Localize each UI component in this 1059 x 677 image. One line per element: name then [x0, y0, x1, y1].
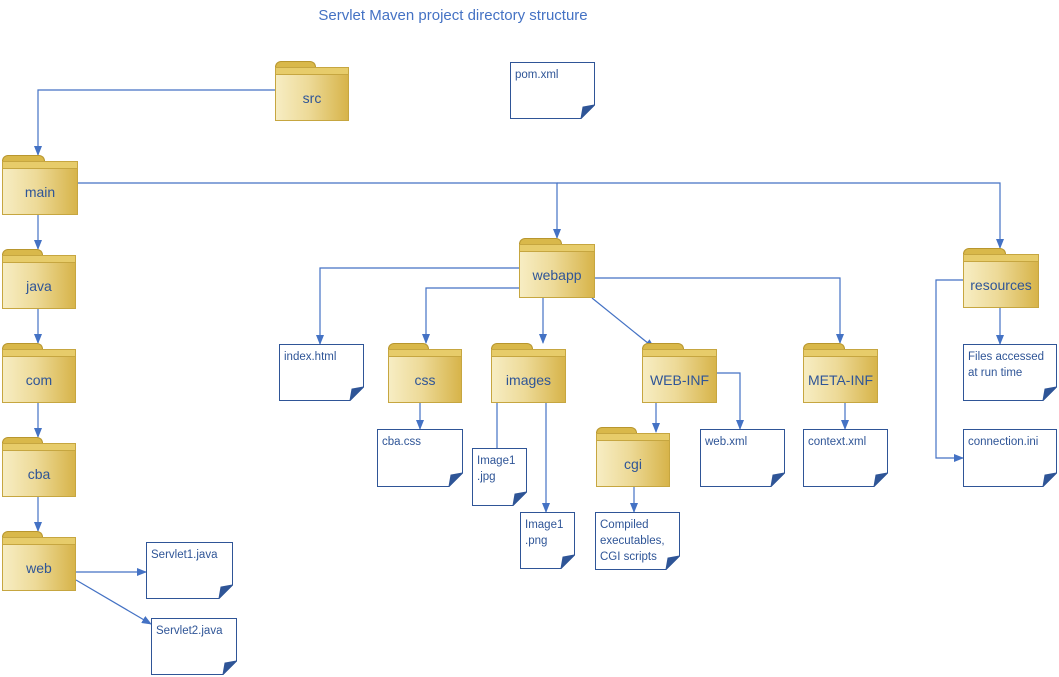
file-index-html: index.html: [279, 344, 364, 401]
folder-main: main: [2, 155, 78, 215]
folder-label-com: com: [25, 371, 53, 388]
file-label-index-html: index.html: [284, 351, 337, 363]
folder-label-cba: cba: [27, 465, 51, 482]
folder-resources: resources: [963, 248, 1039, 308]
file-label-cba-css: cba.css: [382, 436, 421, 448]
file-compiled-executables: Compiled executables, CGI scripts: [595, 512, 680, 570]
connector-web-servlet2: [75, 579, 152, 625]
file-files-accessed: Files accessed at run time: [963, 344, 1057, 401]
folder-com: com: [2, 343, 76, 403]
file-label-pom-xml: pom.xml: [515, 69, 559, 81]
connector-webapp-index: [316, 267, 519, 345]
file-web-xml: web.xml: [700, 429, 785, 487]
file-label-connection-ini: connection.ini: [968, 436, 1039, 448]
file-label-image1-png: Image1 .png: [525, 519, 564, 547]
folder-label-images: images: [505, 371, 552, 388]
file-label-context-xml: context.xml: [808, 436, 867, 448]
folder-label-cgi: cgi: [624, 455, 642, 472]
file-image1-png: Image1 .png: [520, 512, 575, 569]
file-label-compiled-executables: Compiled executables, CGI scripts: [600, 519, 665, 563]
folder-meta-inf: META-INF: [803, 343, 878, 403]
folder-web-inf: WEB-INF: [642, 343, 717, 403]
folder-src: src: [275, 61, 349, 121]
folder-label-web-inf: WEB-INF: [649, 371, 710, 388]
connector-images-jpg: [496, 403, 506, 456]
folder-label-resources: resources: [970, 276, 1032, 293]
file-label-files-accessed: Files accessed at run time: [968, 351, 1045, 379]
connector-main-resources: [557, 182, 1004, 249]
folder-label-webapp: webapp: [532, 266, 582, 283]
file-servlet1-java: Servlet1.java: [146, 542, 233, 599]
file-context-xml: context.xml: [803, 429, 888, 487]
folder-cba: cba: [2, 437, 76, 497]
folder-label-java: java: [26, 277, 52, 294]
file-label-servlet2-java: Servlet2.java: [156, 625, 223, 637]
folder-cgi: cgi: [596, 427, 670, 487]
folder-label-meta-inf: META-INF: [807, 371, 874, 388]
connector-webapp-css: [422, 287, 519, 344]
connector-webapp-webinf: [591, 297, 655, 349]
connector-webinf-webxml: [717, 372, 744, 430]
folder-images: images: [491, 343, 566, 403]
connector-resources-connection: [935, 279, 964, 462]
file-image1-jpg: Image1 .jpg: [472, 448, 527, 506]
folder-label-css: css: [414, 371, 436, 388]
file-label-image1-jpg: Image1 .jpg: [477, 455, 516, 483]
file-label-servlet1-java: Servlet1.java: [151, 549, 218, 561]
connector-src-main: [34, 89, 275, 156]
file-label-web-xml: web.xml: [705, 436, 748, 448]
file-connection-ini: connection.ini: [963, 429, 1057, 487]
folder-webapp: webapp: [519, 238, 595, 298]
file-servlet2-java: Servlet2.java: [151, 618, 237, 675]
folder-label-src: src: [302, 89, 322, 106]
file-cba-css: cba.css: [377, 429, 463, 487]
folder-web: web: [2, 531, 76, 591]
folder-java: java: [2, 249, 76, 309]
file-pom-xml: pom.xml: [510, 62, 595, 119]
folder-label-main: main: [24, 183, 56, 200]
folder-label-web: web: [26, 559, 52, 576]
folder-css: css: [388, 343, 462, 403]
connector-webapp-metainf: [595, 277, 844, 344]
connector-main-webapp: [78, 182, 561, 239]
diagram-title: Servlet Maven project directory structur…: [318, 7, 588, 24]
